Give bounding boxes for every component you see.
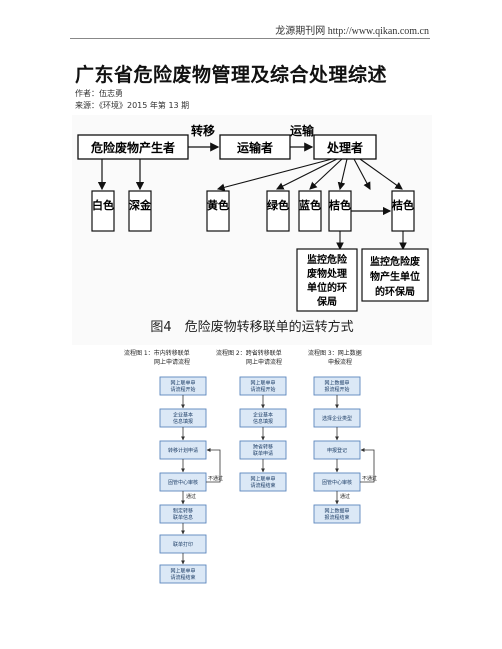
figure-caption: 图4 危险废物转移联单的运转方式	[150, 320, 354, 335]
header-divider	[70, 38, 430, 39]
site-header: 龙源期刊网 http://www.qikan.com.cn	[275, 26, 429, 37]
processor-box	[313, 134, 377, 160]
flow-step-label: 联单申请	[253, 450, 273, 457]
flow-step-label: 选择企业类型	[322, 415, 352, 422]
monitor-processor-box: 监控危险 废物处理 单位的环 保局	[296, 248, 358, 312]
flow1-step: 固管中心审核	[159, 472, 207, 492]
flow-step-label: 企业基本	[173, 412, 193, 419]
fail-label: 不通过	[208, 475, 223, 482]
copy-orange-2: 桔色	[391, 190, 415, 232]
svg-text:监控危险废: 监控危险废	[370, 255, 420, 268]
flow-step-label: 报流程结束	[324, 514, 349, 521]
flow-step-label: 网上联单申	[170, 380, 195, 387]
flow-step-label: 请流程开始	[250, 386, 275, 393]
transfer-label: 转移	[191, 123, 215, 138]
flow-step-label: 联单信息	[173, 514, 193, 521]
flow-step-label: 网上联单申	[170, 568, 195, 575]
flow-step-label: 网上联单申	[250, 380, 275, 387]
flow3-step: 固管中心审核	[313, 472, 361, 492]
copy-white: 白色	[91, 190, 115, 232]
flow3-step: 申报登记	[313, 440, 361, 460]
svg-text:单位的环: 单位的环	[307, 281, 347, 294]
online-flowcharts: 流程图 1：市内转移联单 网上申请流程 流程图 2：跨省转移联单 网上申请流程 …	[122, 347, 382, 587]
flow-step-label: 信息填报	[173, 418, 193, 425]
flow-step-label: 请流程开始	[170, 386, 195, 393]
flow3-step: 选择企业类型	[313, 408, 361, 428]
svg-text:桔色: 桔色	[392, 198, 414, 212]
flow1-step: 转移计划申请	[159, 440, 207, 460]
pass-label: 通过	[186, 493, 196, 500]
svg-text:蓝色: 蓝色	[299, 198, 321, 212]
article-title: 广东省危险废物管理及综合处理综述	[75, 64, 388, 86]
flow-step-label: 报流程开始	[324, 386, 349, 393]
flow1-header: 流程图 1：市内转移联单	[124, 349, 190, 357]
flow-step-label: 固管中心审核	[168, 479, 198, 486]
flow3-header: 流程图 3：网上数据	[308, 349, 362, 357]
pass-label: 通过	[340, 493, 350, 500]
flow-step-label: 制定转移	[173, 508, 193, 515]
flow-step-label: 企业基本	[253, 412, 273, 419]
svg-text:物产生单位: 物产生单位	[370, 270, 420, 283]
transporter-box	[219, 134, 291, 160]
svg-text:桔色: 桔色	[329, 198, 351, 212]
flow-step-label: 申报登记	[327, 447, 347, 454]
svg-text:监控危险: 监控危险	[307, 253, 348, 266]
flow3-subheader: 申报流程	[328, 358, 352, 366]
source-line: 来源：《环境》2015 年第 13 期	[75, 101, 190, 110]
fail-label: 不通过	[362, 475, 377, 482]
svg-text:绿色: 绿色	[267, 198, 289, 212]
flow2-subheader: 网上申请流程	[246, 358, 282, 366]
producer-label: 危险废物产生者	[90, 140, 175, 155]
flow1-step: 联单打印	[159, 534, 207, 554]
svg-text:废物处理: 废物处理	[307, 267, 347, 280]
copy-blue: 蓝色	[298, 190, 322, 232]
flow-step-label: 转移计划申请	[168, 447, 198, 454]
copy-orange-1: 桔色	[328, 190, 352, 232]
monitor-producer-box: 监控危险废 物产生单位 的环保局	[361, 248, 429, 302]
svg-text:白色: 白色	[92, 198, 114, 212]
flow-step-label: 网上联单申	[250, 476, 275, 483]
copy-green: 绿色	[266, 190, 290, 232]
flow-step-label: 请流程结束	[250, 482, 275, 489]
transporter-label: 运输者	[237, 140, 273, 155]
flow-step-label: 请流程结束	[170, 574, 195, 581]
processor-label: 处理者	[326, 140, 363, 155]
svg-text:深金: 深金	[129, 198, 152, 212]
transport-label: 运输	[290, 123, 315, 138]
copy-yellow: 黄色	[206, 190, 230, 232]
flow2-header: 流程图 2：跨省转移联单	[216, 349, 282, 357]
flow-step-label: 网上数据申	[324, 380, 349, 387]
svg-text:的环保局: 的环保局	[375, 285, 415, 298]
flow-step-label: 跨省转移	[253, 444, 273, 451]
transfer-manifest-diagram: 危险废物产生者 转移 运输者 运输 处理者 白色 深金 黄色	[72, 115, 432, 345]
flow-step-label: 固管中心审核	[322, 479, 352, 486]
author-line: 作者：伍志勇	[75, 89, 123, 98]
flow-step-label: 信息填报	[253, 418, 273, 425]
flow-step-label: 网上数据申	[324, 508, 349, 515]
svg-text:黄色: 黄色	[207, 198, 229, 212]
copy-deep-gold: 深金	[128, 190, 152, 232]
flow1-subheader: 网上申请流程	[154, 358, 190, 366]
flow-step-label: 联单打印	[173, 541, 193, 548]
producer-box	[77, 134, 189, 160]
svg-text:保局: 保局	[316, 295, 337, 308]
